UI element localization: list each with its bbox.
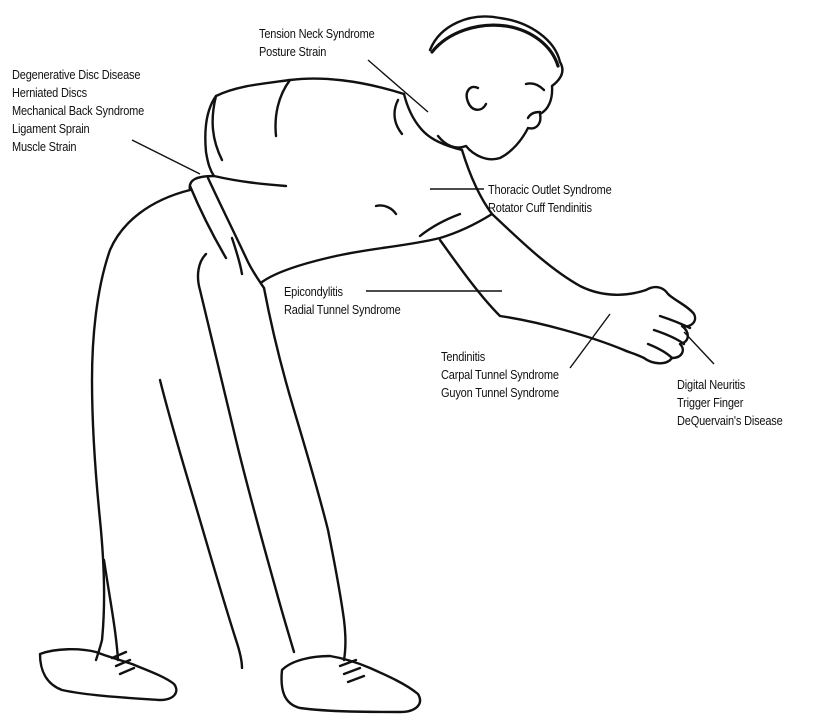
callout-text: DeQuervain's Disease xyxy=(677,412,783,430)
callout-text: Posture Strain xyxy=(259,43,375,61)
pants-inner-leg xyxy=(160,380,242,668)
callout-text: Muscle Strain xyxy=(12,138,144,156)
callout-text: Epicondylitis xyxy=(284,283,401,301)
callout-text: Carpal Tunnel Syndrome xyxy=(441,366,559,384)
callout-shoulder: Thoracic Outlet Syndrome Rotator Cuff Te… xyxy=(488,181,612,217)
hair xyxy=(432,25,558,66)
callout-elbow: Epicondylitis Radial Tunnel Syndrome xyxy=(284,283,401,319)
shirt-back xyxy=(205,79,404,176)
right-shoe xyxy=(282,656,420,712)
back-leg-inner xyxy=(104,560,118,660)
callout-wrist: Tendinitis Carpal Tunnel Syndrome Guyon … xyxy=(441,348,559,402)
callout-text: Herniated Discs xyxy=(12,84,144,102)
callout-text: Trigger Finger xyxy=(677,394,783,412)
belt xyxy=(190,178,264,288)
callout-text: Rotator Cuff Tendinitis xyxy=(488,199,612,217)
pants-front-leg xyxy=(264,288,346,660)
leader-hand xyxy=(684,332,714,364)
leader-lines xyxy=(132,60,714,368)
callout-neck: Tension Neck Syndrome Posture Strain xyxy=(259,25,375,61)
callout-text: Ligament Sprain xyxy=(12,120,144,138)
shirt-sleeve xyxy=(376,205,460,236)
callout-text: Tension Neck Syndrome xyxy=(259,25,375,43)
callout-hand: Digital Neuritis Trigger Finger DeQuerva… xyxy=(677,376,783,430)
callout-back: Degenerative Disc Disease Herniated Disc… xyxy=(12,66,144,156)
pants-seam xyxy=(198,254,294,652)
callout-text: Radial Tunnel Syndrome xyxy=(284,301,401,319)
callout-text: Degenerative Disc Disease xyxy=(12,66,144,84)
collar xyxy=(395,94,462,150)
pants-back xyxy=(92,190,190,660)
callout-text: Thoracic Outlet Syndrome xyxy=(488,181,612,199)
ear xyxy=(467,87,486,110)
callout-text: Guyon Tunnel Syndrome xyxy=(441,384,559,402)
leader-wrist xyxy=(570,314,610,368)
callout-text: Tendinitis xyxy=(441,348,559,366)
arm-upper xyxy=(492,214,646,295)
callout-text: Mechanical Back Syndrome xyxy=(12,102,144,120)
callout-text: Digital Neuritis xyxy=(677,376,783,394)
left-shoe xyxy=(40,649,176,700)
shirt-bottom xyxy=(190,176,286,190)
